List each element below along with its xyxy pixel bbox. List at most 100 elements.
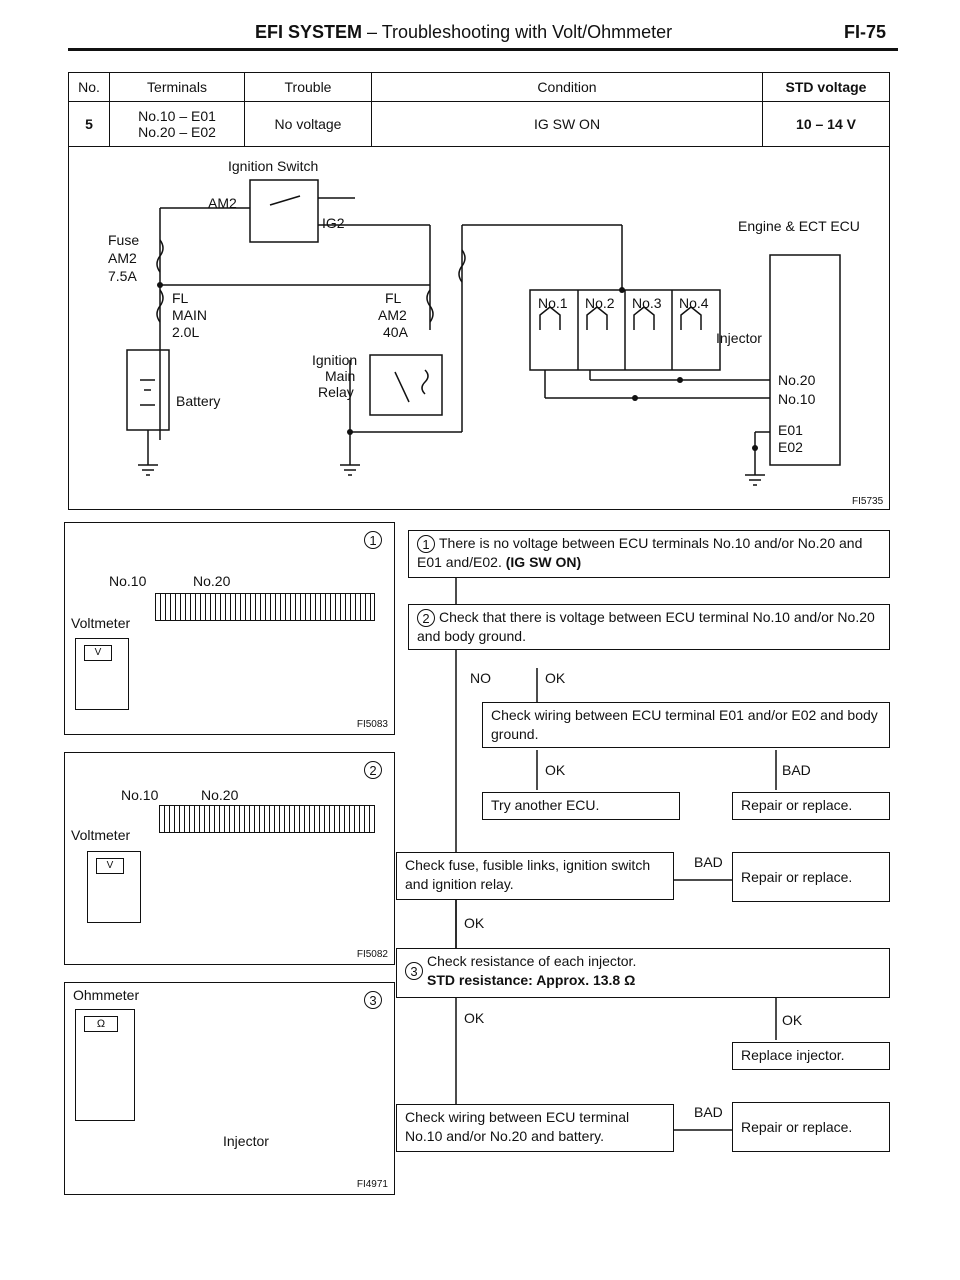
label-ok-5: OK bbox=[782, 1012, 803, 1028]
label-fuse-rating: 7.5A bbox=[108, 268, 137, 284]
label-fuse-am2: AM2 bbox=[108, 250, 137, 266]
label-fl2: FL bbox=[385, 290, 402, 306]
step2-text: Check that there is voltage between ECU … bbox=[417, 609, 875, 645]
label-ecu: Engine & ECT ECU bbox=[738, 218, 860, 234]
label-fl-am2-rating: 40A bbox=[383, 324, 408, 340]
fig2-connector bbox=[159, 805, 375, 833]
fig-code-wiring: FI5735 bbox=[852, 496, 884, 507]
label-bad-1: BAD bbox=[782, 762, 811, 778]
spec-table: No. Terminals Trouble Condition STD volt… bbox=[68, 72, 890, 147]
fig1-voltmeter: V bbox=[75, 638, 129, 710]
col-trouble: Trouble bbox=[244, 72, 372, 102]
fig1-code: FI5083 bbox=[356, 719, 388, 730]
fig2-label-no10: No.10 bbox=[121, 787, 159, 803]
illustration-2: 2 No.10 No.20 Voltmeter V FI5082 bbox=[64, 752, 395, 965]
label-injector: Injector bbox=[716, 330, 762, 346]
wiring-diagram bbox=[68, 145, 890, 510]
label-fuse: Fuse bbox=[108, 232, 140, 248]
cell-terminals: No.10 – E01 No.20 – E02 bbox=[109, 101, 245, 147]
label-inj-3: No.3 bbox=[632, 295, 662, 311]
label-ignition-switch: Ignition Switch bbox=[228, 158, 319, 174]
fig2-voltmeter: V bbox=[87, 851, 141, 923]
col-std-voltage: STD voltage bbox=[762, 72, 890, 102]
fig2-number: 2 bbox=[364, 761, 386, 780]
fig2-code: FI5082 bbox=[356, 949, 388, 960]
fig1-connector bbox=[155, 593, 375, 621]
cell-no: 5 bbox=[68, 101, 110, 147]
step1-condition: (IG SW ON) bbox=[505, 554, 582, 571]
label-ok-3: OK bbox=[464, 915, 485, 931]
section-subtitle: – Troubleshooting with Volt/Ohmmeter bbox=[362, 22, 673, 42]
flow-replace-injector: Replace injector. bbox=[732, 1042, 890, 1070]
fig1-label-no10: No.10 bbox=[109, 573, 147, 589]
cell-std-voltage: 10 – 14 V bbox=[762, 101, 890, 147]
label-ok-4: OK bbox=[464, 1010, 485, 1026]
label-no: NO bbox=[470, 670, 491, 686]
terminals-line2: No.20 – E02 bbox=[138, 124, 216, 140]
fig3-number: 3 bbox=[364, 991, 386, 1010]
label-relay-2: Main bbox=[325, 368, 356, 384]
fig2-v-icon: V bbox=[96, 858, 124, 874]
label-bad-3: BAD bbox=[694, 1104, 723, 1120]
fig3-label-injector: Injector bbox=[223, 1133, 269, 1149]
step1-number: 1 bbox=[417, 535, 435, 554]
flow-repair-1: Repair or replace. bbox=[732, 792, 890, 820]
fig2-label-no20: No.20 bbox=[201, 787, 239, 803]
label-term-no20: No.20 bbox=[778, 372, 816, 388]
col-no: No. bbox=[68, 72, 110, 102]
label-fl-main-rating: 2.0L bbox=[172, 324, 200, 340]
step2-number: 2 bbox=[417, 609, 435, 628]
page-number: FI-75 bbox=[844, 22, 887, 42]
fig3-code: FI4971 bbox=[356, 1179, 388, 1190]
step3-std-resistance: STD resistance: Approx. 13.8 Ω bbox=[427, 972, 636, 988]
section-name: EFI SYSTEM bbox=[255, 22, 363, 42]
col-condition: Condition bbox=[371, 72, 763, 102]
cell-condition: IG SW ON bbox=[371, 101, 763, 147]
label-term-e02: E02 bbox=[778, 439, 803, 455]
label-term-e01: E01 bbox=[778, 422, 803, 438]
fig1-label-voltmeter: Voltmeter bbox=[71, 615, 131, 631]
spec-table-header: No. Terminals Trouble Condition STD volt… bbox=[68, 72, 890, 102]
flow-step-3: 3 Check resistance of each injector. STD… bbox=[396, 948, 890, 998]
label-ig2: IG2 bbox=[322, 215, 345, 231]
flow-repair-3: Repair or replace. bbox=[732, 1102, 890, 1152]
fig1-label-no20: No.20 bbox=[193, 573, 231, 589]
fig1-v-icon: V bbox=[84, 645, 112, 661]
fig3-omega-icon: Ω bbox=[84, 1016, 118, 1032]
label-inj-1: No.1 bbox=[538, 295, 568, 311]
label-battery: Battery bbox=[176, 393, 221, 409]
label-ok-2: OK bbox=[545, 762, 566, 778]
flow-repair-2: Repair or replace. bbox=[732, 852, 890, 902]
step3-number: 3 bbox=[405, 962, 423, 980]
label-term-no10: No.10 bbox=[778, 391, 816, 407]
label-relay-3: Relay bbox=[318, 384, 354, 400]
label-am2: AM2 bbox=[208, 195, 237, 211]
fig3-label-ohmmeter: Ohmmeter bbox=[73, 987, 140, 1003]
label-ok-1: OK bbox=[545, 670, 566, 686]
terminals-line1: No.10 – E01 bbox=[138, 108, 216, 124]
step3-text: Check resistance of each injector. bbox=[427, 953, 637, 969]
step1-text: There is no voltage between ECU terminal… bbox=[417, 535, 863, 571]
fig1-number: 1 bbox=[364, 531, 386, 550]
flow-try-ecu: Try another ECU. bbox=[482, 792, 680, 820]
cell-trouble: No voltage bbox=[244, 101, 372, 147]
illustration-1: 1 No.10 No.20 Voltmeter V FI5083 bbox=[64, 522, 395, 735]
header-rule bbox=[68, 48, 898, 51]
label-inj-2: No.2 bbox=[585, 295, 615, 311]
col-terminals: Terminals bbox=[109, 72, 245, 102]
page-title: EFI SYSTEM – Troubleshooting with Volt/O… bbox=[255, 22, 672, 43]
spec-table-row: 5 No.10 – E01 No.20 – E02 No voltage IG … bbox=[68, 101, 890, 147]
illustration-3: 3 Ohmmeter Ω Injector FI4971 bbox=[64, 982, 395, 1195]
label-relay-1: Ignition bbox=[312, 352, 358, 368]
fig2-label-voltmeter: Voltmeter bbox=[71, 827, 131, 843]
label-bad-2: BAD bbox=[694, 854, 723, 870]
flow-check-fuse: Check fuse, fusible links, ignition swit… bbox=[396, 852, 674, 900]
flow-check-battery: Check wiring between ECU terminal No.10 … bbox=[396, 1104, 674, 1152]
flow-check-ground: Check wiring between ECU terminal E01 an… bbox=[482, 702, 890, 748]
label-fl-am2: AM2 bbox=[378, 307, 407, 323]
fig3-ohmmeter: Ω bbox=[75, 1009, 135, 1121]
label-fl-main: MAIN bbox=[172, 307, 207, 323]
label-inj-4: No.4 bbox=[679, 295, 709, 311]
